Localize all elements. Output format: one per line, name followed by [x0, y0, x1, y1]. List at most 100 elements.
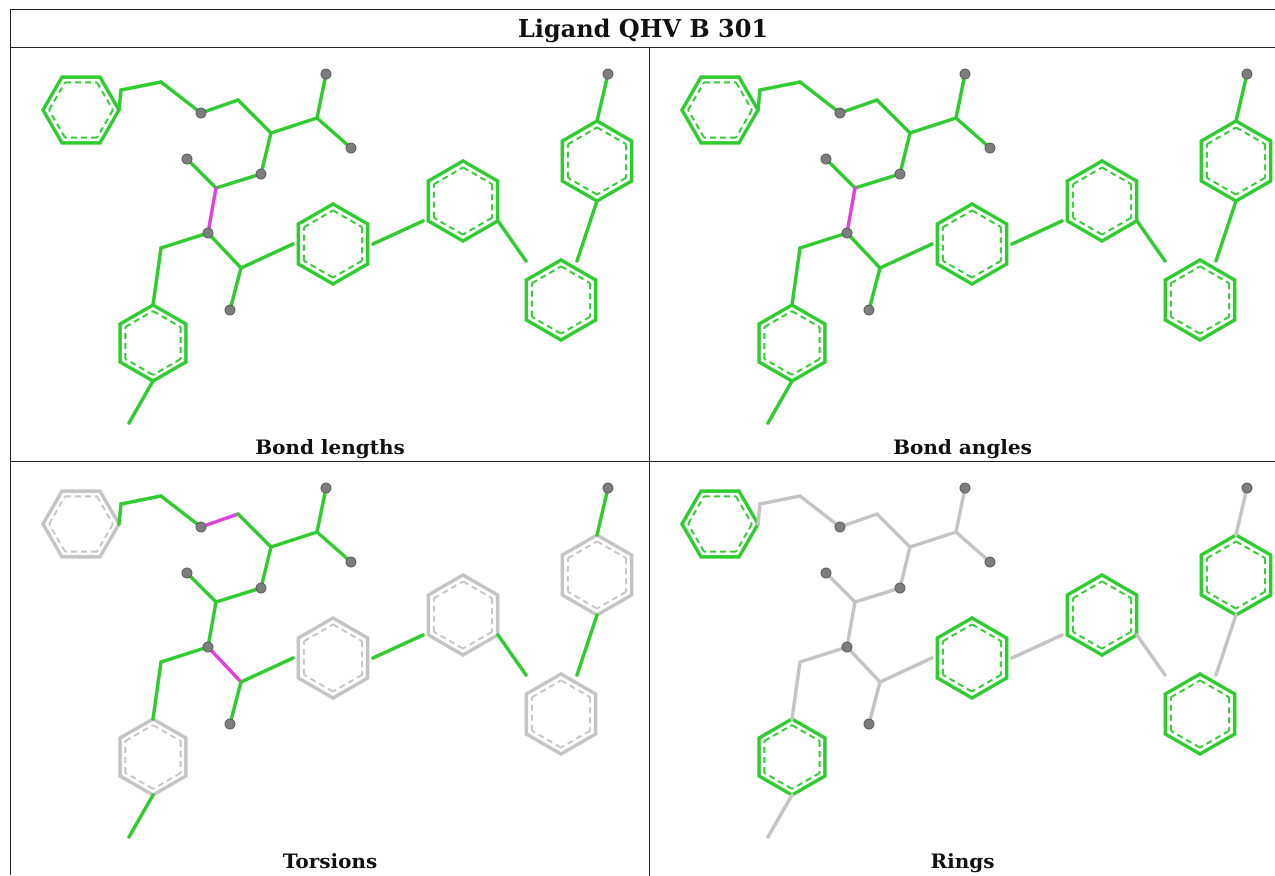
- atom-sphere: [1241, 68, 1253, 80]
- ring-bond: [595, 119, 634, 143]
- aromatic-inner-bond: [1199, 265, 1230, 285]
- aromatic-inner-bond: [1235, 590, 1266, 610]
- aromatic-inner-bond: [560, 265, 591, 285]
- atom-sphere: [984, 556, 996, 568]
- aromatic-inner-bond: [971, 623, 1002, 643]
- aromatic-inner-bond: [1235, 126, 1266, 146]
- chain-bond: [315, 530, 353, 564]
- chain-bond: [575, 199, 599, 263]
- aromatic-inner-bond: [942, 673, 973, 693]
- atom-sphere: [255, 582, 267, 594]
- aromatic-inner-bond: [303, 673, 334, 693]
- figure-frame: Ligand QHV B 301 Bond lengths Bond angle…: [10, 9, 1275, 876]
- ring-bond: [524, 672, 563, 696]
- chain-bond: [878, 242, 934, 270]
- aromatic-inner-bond: [735, 81, 753, 111]
- ring-bond: [331, 616, 370, 640]
- chain-bond: [798, 80, 842, 115]
- atom-sphere: [320, 68, 332, 80]
- chain-bond: [853, 172, 902, 190]
- aromatic-inner-bond: [462, 216, 493, 236]
- chain-bond: [954, 530, 992, 564]
- chain-bond: [228, 680, 243, 726]
- ring-bond: [560, 593, 599, 617]
- chain-bond: [908, 530, 958, 549]
- chain-bond: [159, 231, 210, 250]
- caption-bond-lengths: Bond lengths: [255, 435, 405, 459]
- molecule-bond-lengths: [41, 68, 634, 425]
- chain-bond: [867, 680, 882, 726]
- ring-bond: [426, 219, 465, 243]
- atom-sphere: [820, 567, 832, 579]
- panel-torsions: Torsions: [11, 462, 649, 876]
- ring-bond: [1198, 672, 1237, 696]
- ring-bond: [118, 303, 155, 326]
- ring-bond: [426, 159, 465, 183]
- aromatic-inner-bond: [942, 623, 973, 643]
- chain-bond: [127, 793, 155, 839]
- chain-bond: [824, 571, 857, 604]
- aromatic-inner-bond: [303, 259, 334, 279]
- aromatic-inner-bond: [152, 724, 182, 742]
- ring-bond: [1065, 633, 1104, 657]
- chain-bond: [853, 586, 902, 604]
- atom-sphere: [345, 556, 357, 568]
- chain-bond: [269, 116, 319, 135]
- chain-bond: [595, 486, 610, 537]
- ring-bond: [560, 533, 599, 557]
- atom-sphere: [195, 107, 207, 119]
- chain-bond: [798, 494, 842, 529]
- aromatic-inner-bond: [303, 209, 334, 229]
- chain-bond: [875, 512, 912, 549]
- chain-bond: [790, 660, 802, 721]
- panel-bond-lengths: Bond lengths: [11, 48, 649, 461]
- aromatic-inner-bond: [1170, 729, 1201, 749]
- ring-bond: [1198, 732, 1237, 756]
- chain-bond: [315, 116, 353, 150]
- chain-bond: [838, 98, 879, 115]
- chain-bond: [496, 219, 528, 263]
- chain-bond: [867, 266, 882, 312]
- chain-bond: [845, 645, 882, 684]
- chain-bond: [151, 246, 163, 307]
- aromatic-inner-bond: [1072, 580, 1103, 600]
- aromatic-inner-bond: [1101, 166, 1132, 186]
- atom-sphere: [959, 68, 971, 80]
- ring-bond: [426, 573, 465, 597]
- atom-sphere: [602, 68, 614, 80]
- chain-bond: [954, 486, 967, 534]
- chain-bond: [371, 219, 425, 246]
- ring-bond: [680, 522, 703, 559]
- chain-bond: [199, 512, 240, 529]
- chain-bond: [185, 571, 218, 604]
- chain-bond: [766, 379, 794, 425]
- ring-bond: [524, 732, 563, 756]
- atom-sphere: [224, 304, 236, 316]
- aromatic-inner-bond: [433, 630, 464, 650]
- ring-bond: [1199, 593, 1238, 617]
- ring-bond: [331, 676, 370, 700]
- ring-bond: [1234, 533, 1273, 557]
- panel-rings: Rings: [650, 462, 1275, 876]
- ring-bond: [118, 717, 155, 740]
- chain-bond: [315, 72, 328, 120]
- aromatic-inner-bond: [687, 109, 705, 139]
- aromatic-inner-bond: [96, 495, 114, 525]
- ring-bond: [935, 202, 974, 226]
- aromatic-inner-bond: [596, 126, 627, 146]
- aromatic-inner-bond: [687, 523, 705, 553]
- aromatic-inner-bond: [1101, 580, 1132, 600]
- atom-sphere: [1241, 482, 1253, 494]
- aromatic-inner-bond: [791, 772, 821, 790]
- atom-sphere: [345, 142, 357, 154]
- chain-bond: [845, 231, 882, 270]
- ring-bond: [559, 318, 598, 342]
- chain-bond: [117, 88, 123, 112]
- aromatic-inner-bond: [971, 259, 1002, 279]
- chain-bond: [898, 545, 912, 590]
- chain-bond: [117, 502, 123, 526]
- aromatic-inner-bond: [791, 724, 821, 742]
- chain-bond: [798, 645, 849, 664]
- chain-bond: [756, 502, 762, 526]
- ring-bond: [970, 202, 1009, 226]
